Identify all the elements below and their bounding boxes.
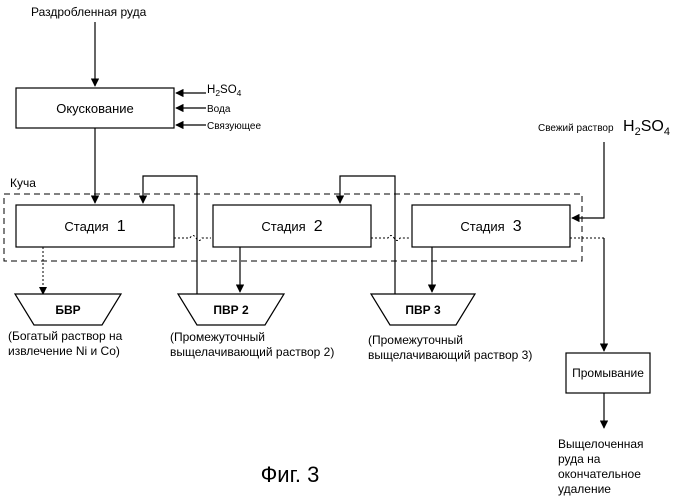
stage-2-label: Стадия2 (261, 218, 322, 235)
heap-label: Куча (10, 176, 36, 190)
washing-label: Промывание (572, 366, 644, 380)
input-ore-label: Раздробленная руда (31, 5, 147, 19)
tank-bvr-label: БВР (55, 303, 80, 317)
fresh-acid-label: H2SO4 (623, 118, 670, 138)
tank-pvr3-caption-line2: выщелачивающий раствор 3) (368, 348, 532, 362)
tank-pvr2-label: ПВР 2 (213, 303, 249, 317)
tank-bvr-caption-line1: (Богатый раствор на (8, 329, 123, 343)
acid-label: H2SO4 (207, 84, 242, 98)
figure-label: Фиг. 3 (261, 462, 320, 487)
output-line3: окончательное (558, 467, 641, 481)
tank-pvr2-caption-line1: (Промежуточный (170, 330, 265, 344)
output-line1: Выщелоченная (558, 437, 644, 451)
tank-pvr3-label: ПВР 3 (405, 303, 441, 317)
stage-3-label: Стадия3 (460, 218, 521, 235)
stage1-to-stage2-flow (174, 236, 211, 241)
tank-pvr2-caption-line2: выщелачивающий раствор 2) (170, 345, 334, 359)
stage-1-label: Стадия1 (64, 218, 125, 235)
output-line4: удаление (558, 482, 611, 496)
output-line2: руда на (558, 452, 601, 466)
fresh-solution-arrow (572, 142, 604, 218)
binder-label: Связующее (207, 121, 261, 132)
tank-pvr3-caption-line1: (Промежуточный (368, 333, 463, 347)
agglomeration-label: Окускование (56, 101, 134, 116)
tank-bvr-caption-line2: извлечение Ni и Co) (8, 344, 120, 358)
fresh-solution-label: Свежий раствор (538, 123, 614, 134)
stage2-to-stage3-flow (371, 236, 410, 241)
water-label: Вода (207, 104, 231, 115)
